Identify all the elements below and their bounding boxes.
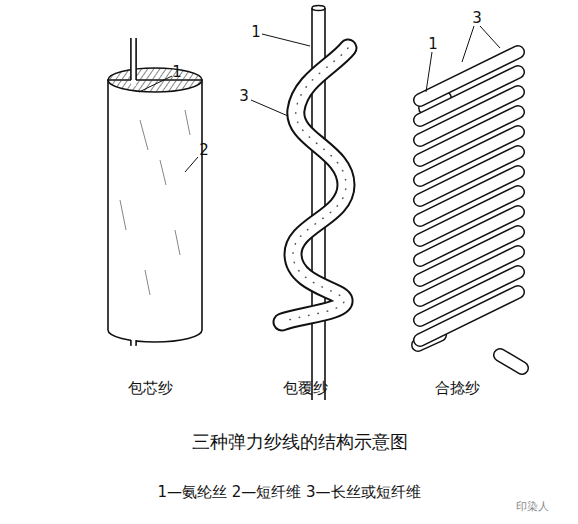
- strand: [420, 292, 518, 340]
- figure-caption: 1—氨纶丝 2—短纤维 3—长丝或短纤维: [157, 484, 420, 501]
- callout-number: 1: [172, 64, 182, 81]
- yarn-name: 包芯纱: [128, 380, 173, 397]
- leader-line: [462, 26, 474, 62]
- core-spun-yarn: [108, 30, 202, 346]
- strand: [420, 292, 518, 340]
- leader-line: [480, 26, 500, 48]
- strand: [500, 355, 522, 368]
- leader-line: [426, 52, 432, 92]
- callout-number: 1: [428, 36, 438, 53]
- figure-title: 三种弹力纱线的结构示意图: [192, 432, 408, 452]
- strand: [500, 355, 522, 368]
- callout-number: 3: [472, 10, 482, 27]
- covered-yarn: [251, 6, 348, 401]
- watermark: 印染人: [516, 501, 549, 513]
- callout-number: 2: [199, 142, 209, 159]
- callout-number: 1: [251, 24, 261, 41]
- yarn-name: 包覆纱: [283, 380, 328, 397]
- callout-number: 3: [239, 88, 249, 105]
- plied-yarn: [418, 26, 522, 368]
- yarn-name: 合捻纱: [435, 380, 480, 397]
